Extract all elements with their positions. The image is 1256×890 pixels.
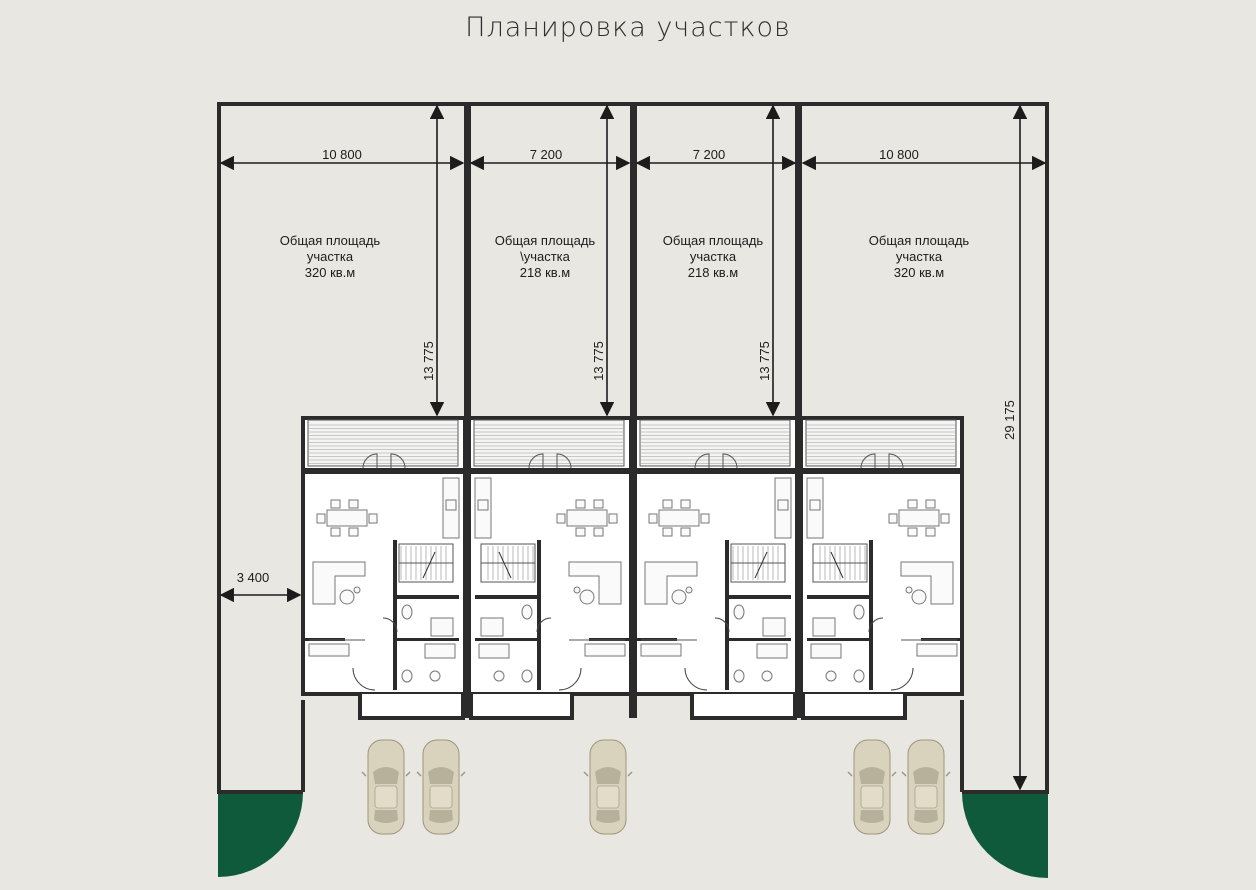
svg-text:участка: участка xyxy=(896,249,943,264)
width-label-plot-4: 10 800 xyxy=(879,147,919,162)
svg-text:320 кв.м: 320 кв.м xyxy=(305,265,356,280)
width-label-plot-2: 7 200 xyxy=(530,147,563,162)
svg-text:218 кв.м: 218 кв.м xyxy=(688,265,739,280)
svg-text:\участка: \участка xyxy=(520,249,571,264)
side-offset-label: 3 400 xyxy=(237,570,270,585)
svg-text:Общая площадь: Общая площадь xyxy=(495,233,596,248)
plot-boundary-4 xyxy=(798,102,1049,794)
svg-text:320 кв.м: 320 кв.м xyxy=(894,265,945,280)
svg-text:участка: участка xyxy=(307,249,354,264)
car-2 xyxy=(416,739,466,835)
plot-boundaries xyxy=(217,102,1049,794)
plot-boundary-2 xyxy=(467,102,634,416)
svg-text:участка: участка xyxy=(690,249,737,264)
party-wall-2 xyxy=(629,418,637,718)
parking-cars xyxy=(361,739,951,835)
plot-area-label-1: Общая площадь участка 320 кв.м xyxy=(280,233,381,280)
svg-text:Общая площадь: Общая площадь xyxy=(280,233,381,248)
terraces xyxy=(307,419,957,467)
car-1 xyxy=(361,739,411,835)
depth-label-plot-2: 13 775 xyxy=(591,341,606,381)
green-lawn-right xyxy=(962,792,1048,878)
plot-area-label-3: Общая площадь участка 218 кв.м xyxy=(663,233,764,280)
plot-area-label-4: Общая площадь участка 320 кв.м xyxy=(869,233,970,280)
car-4 xyxy=(847,739,897,835)
plot-boundary-3 xyxy=(633,102,799,416)
plot-boundary-1 xyxy=(217,102,468,794)
svg-text:218 кв.м: 218 кв.м xyxy=(520,265,571,280)
plot-area-label-2: Общая площадь \участка 218 кв.м xyxy=(495,233,596,280)
total-depth-label: 29 175 xyxy=(1002,400,1017,440)
width-label-plot-1: 10 800 xyxy=(322,147,362,162)
svg-text:Общая площадь: Общая площадь xyxy=(869,233,970,248)
entry-vestibules xyxy=(358,694,907,720)
party-wall-3 xyxy=(795,418,803,718)
car-5 xyxy=(901,739,951,835)
car-3 xyxy=(583,739,633,835)
unit-interiors xyxy=(305,477,961,691)
page-title: Планировка участков xyxy=(465,12,791,43)
terrace-slats xyxy=(308,424,956,469)
dimensions xyxy=(219,104,1047,791)
party-wall-1 xyxy=(463,418,471,718)
depth-label-plot-1: 13 775 xyxy=(421,341,436,381)
green-lawn-left xyxy=(218,792,303,877)
svg-text:Общая площадь: Общая площадь xyxy=(663,233,764,248)
depth-label-plot-3: 13 775 xyxy=(757,341,772,381)
width-label-plot-3: 7 200 xyxy=(693,147,726,162)
townhouse-block xyxy=(301,416,964,720)
